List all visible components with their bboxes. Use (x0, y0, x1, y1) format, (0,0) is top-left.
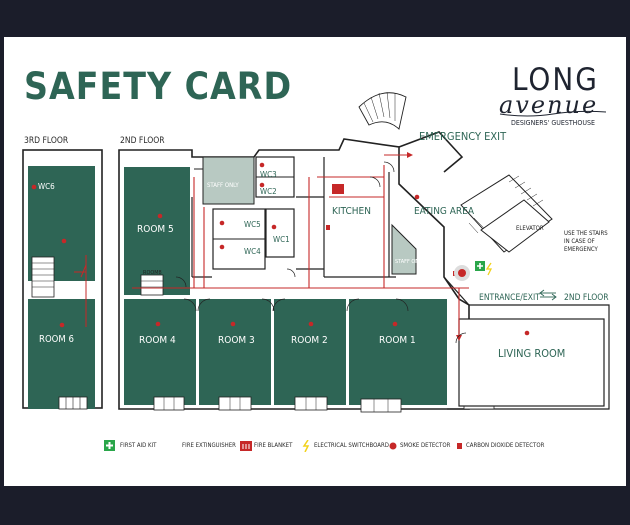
staff-only-area-1 (202, 156, 255, 205)
legend-smoke: SMOKE DETECTOR (400, 442, 451, 449)
emergency-exit-label: EMERGENCY EXIT (419, 130, 507, 143)
electrical-switchboard-icon (302, 440, 310, 452)
room-2-area (274, 299, 346, 405)
room-6-area (28, 299, 95, 409)
second-floor-arrow-label: 2ND FLOOR (564, 293, 609, 303)
kitchen-label: KITCHEN (332, 206, 371, 217)
evacuation-routes (132, 154, 469, 337)
living-room-label: LIVING ROOM (498, 347, 566, 360)
elevator-shaft (460, 174, 553, 253)
room1-label: ROOM 1 (379, 335, 416, 346)
wc4-label: WC4 (244, 247, 261, 256)
eating-area-label: EATING AREA (414, 206, 474, 217)
room-3-area (199, 299, 271, 405)
wc6-label: WC6 (38, 182, 55, 191)
smoke-detector-icon (389, 442, 397, 450)
first-aid-icon (104, 440, 115, 451)
legend-extinguisher: FIRE EXTINGUISHER (182, 442, 236, 449)
staff-only-label-2: STAFF ONLY (395, 259, 425, 265)
wc5-label: WC5 (244, 220, 261, 229)
living-room-area (458, 318, 605, 407)
room2-label: ROOM 2 (291, 335, 328, 346)
entrance-exit-label: ENTRANCE/EXIT (479, 293, 540, 303)
page-title: SAFETY CARD (24, 65, 293, 108)
fire-extinguisher-icon (172, 440, 176, 450)
external-stairs (358, 91, 407, 130)
room5-label: ROOM 5 (137, 224, 174, 235)
wc2-label: WC2 (260, 187, 277, 196)
fire-blanket-icon (240, 441, 252, 451)
brand-underline (499, 110, 607, 117)
staff-only-label-1: STAFF ONLY (207, 182, 239, 189)
legend-switchboard: ELECTRICAL SWITCHBOARD (314, 442, 389, 449)
carbon-dioxide-detector-icon (457, 443, 462, 449)
third-floor-plan (22, 149, 103, 410)
room-4-area (124, 299, 196, 405)
brand-logo-long: LONG (512, 62, 599, 98)
fire-blanket-icon-map (332, 184, 344, 194)
legend-blanket: FIRE BLANKET (254, 442, 293, 449)
elevator-label: ELEVATOR (516, 225, 544, 232)
brand-tagline: DESIGNERS' GUESTHOUSE (511, 119, 595, 127)
stairs-note: USE THE STAIRS IN CASE OF EMERGENCY (564, 230, 608, 253)
room-1-area (349, 299, 447, 405)
floor-plan (22, 91, 610, 413)
room6-label: ROOM 6 (39, 334, 74, 345)
legend-first-aid: FIRST AID KIT (120, 442, 157, 449)
room-5-area (124, 167, 190, 295)
room8-label: ROOM8 (143, 270, 162, 276)
room3-label: ROOM 3 (218, 335, 255, 346)
smoke-detectors (155, 162, 530, 336)
floor-label-3rd: 3RD FLOOR (24, 136, 69, 146)
wc1-label: WC1 (273, 235, 290, 244)
floor-label-2nd: 2ND FLOOR (120, 136, 165, 146)
wc3-label: WC3 (260, 170, 277, 179)
room4-label: ROOM 4 (139, 335, 176, 346)
legend-co2: CARBON DIOXIDE DETECTOR (466, 442, 545, 449)
safety-card: SAFETY CARD LONG avenue DESIGNERS' GUEST… (4, 37, 626, 486)
staff-only-area-2 (391, 223, 417, 275)
